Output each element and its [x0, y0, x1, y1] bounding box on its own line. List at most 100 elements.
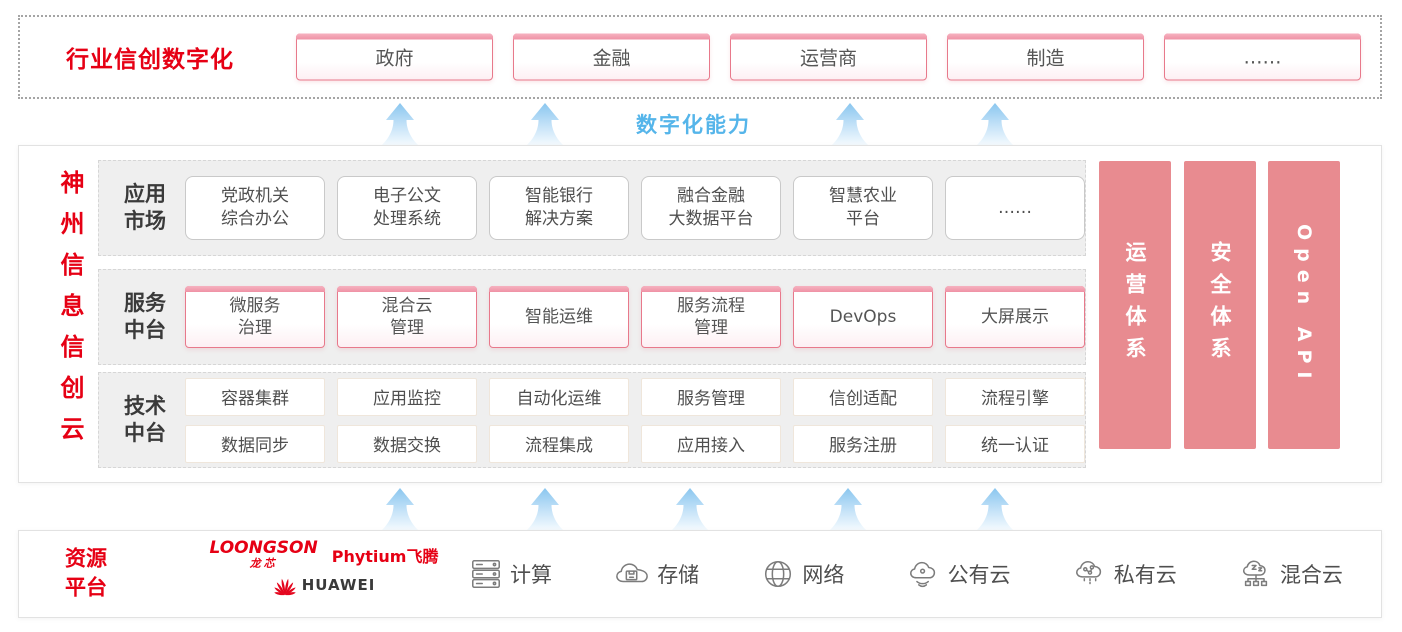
service-item-label: 微服务 治理 — [229, 295, 281, 338]
resource-item-compute: 计算 — [469, 557, 552, 591]
industry-item-label: 运营商 — [799, 47, 857, 70]
app-item: 党政机关 综合办公 — [185, 176, 325, 240]
industry-item-manufacturing: 制造 — [947, 33, 1144, 81]
industry-item-operator: 运营商 — [730, 33, 927, 81]
industry-item-more: …… — [1164, 33, 1361, 81]
tech-items-line-1: 容器集群 应用监控 自动化运维 服务管理 信创适配 流程引擎 — [185, 377, 1085, 416]
resource-item-public-cloud: 公有云 — [907, 557, 1011, 591]
app-item: 融合金融 大数据平台 — [641, 176, 781, 240]
tech-platform-row: 技术 中台 容器集群 应用监控 自动化运维 服务管理 信创适配 流程引擎 数据同… — [98, 372, 1086, 468]
service-item: 混合云 管理 — [337, 286, 477, 348]
up-arrow-icon — [382, 488, 418, 530]
tech-item: 流程集成 — [489, 424, 629, 463]
app-market-items: 党政机关 综合办公 电子公文 处理系统 智能银行 解决方案 融合金融 大数据平台… — [185, 176, 1085, 240]
resource-item-label: 混合云 — [1279, 563, 1343, 587]
loongson-logo-subtext: 龙芯 — [249, 557, 278, 570]
up-arrow-icon — [977, 488, 1013, 530]
tech-platform-items: 容器集群 应用监控 自动化运维 服务管理 信创适配 流程引擎 数据同步 数据交换… — [185, 377, 1085, 463]
vendor-logos: LOONGSON 龙芯 Phytium飞腾 — [209, 540, 439, 596]
industry-item-list: 政府 金融 运营商 制造 …… — [296, 33, 1361, 81]
app-market-row: 应用 市场 党政机关 综合办公 电子公文 处理系统 智能银行 解决方案 融合金融… — [98, 160, 1086, 256]
service-item: 服务流程 管理 — [641, 286, 781, 348]
app-item: 电子公文 处理系统 — [337, 176, 477, 240]
platform-title: 神州信息信创云 — [56, 170, 84, 457]
service-platform-items: 微服务 治理 混合云 管理 智能运维 服务流程 管理 DevOps 大屏展示 — [185, 286, 1085, 348]
hybrid-cloud-icon — [1239, 557, 1273, 591]
up-arrow-icon — [977, 103, 1013, 145]
up-arrow-icon — [527, 103, 563, 145]
tech-platform-row-label: 技术 中台 — [124, 393, 166, 445]
huawei-flower-icon — [273, 578, 296, 596]
tech-item: 服务注册 — [793, 424, 933, 463]
network-icon — [761, 557, 795, 591]
private-cloud-icon — [1073, 557, 1107, 591]
loongson-logo-text: LOONGSON — [209, 538, 318, 558]
service-platform-row: 服务 中台 微服务 治理 混合云 管理 智能运维 服务流程 管理 DevOps … — [98, 269, 1086, 365]
app-market-row-label: 应用 市场 — [124, 181, 166, 233]
tech-item: 统一认证 — [945, 424, 1085, 463]
compute-icon — [469, 557, 503, 591]
resource-platform-section: 资源 平台 LOONGSON 龙芯 Phytium飞腾 — [18, 530, 1382, 618]
service-item: 大屏展示 — [945, 286, 1085, 348]
app-item: 智能银行 解决方案 — [489, 176, 629, 240]
up-arrow-icon — [527, 488, 563, 530]
service-item: 微服务 治理 — [185, 286, 325, 348]
tech-item: 容器集群 — [185, 377, 325, 416]
resource-platform-label: 资源 平台 — [65, 546, 107, 600]
industry-item-label: 政府 — [375, 47, 414, 70]
operation-system-bar-label: 运营体系 — [1123, 241, 1147, 369]
service-item: 智能运维 — [489, 286, 629, 348]
resource-item-storage: 存储 — [614, 557, 699, 591]
resource-item-label: 计算 — [510, 563, 552, 587]
service-item-label: 大屏展示 — [981, 306, 1049, 327]
resource-item-label: 网络 — [802, 563, 845, 587]
industry-item-finance: 金融 — [513, 33, 710, 81]
tech-item: 应用接入 — [641, 424, 781, 463]
public-cloud-icon — [907, 557, 941, 591]
tech-item: 数据同步 — [185, 424, 325, 463]
tech-item: 自动化运维 — [489, 377, 629, 416]
resource-item-network: 网络 — [761, 557, 844, 591]
industry-item-label: …… — [1243, 46, 1282, 68]
open-api-bar-label: Open API — [1293, 223, 1315, 387]
industry-section-title: 行业信创数字化 — [66, 47, 234, 73]
service-item-label: 混合云 管理 — [381, 295, 433, 338]
resource-item-hybrid-cloud: 混合云 — [1239, 557, 1343, 591]
tech-item: 数据交换 — [337, 424, 477, 463]
app-item: 智慧农业 平台 — [793, 176, 933, 240]
resource-item-label: 公有云 — [947, 563, 1011, 587]
huawei-logo: HUAWEI — [209, 574, 439, 596]
resource-item-label: 私有云 — [1113, 563, 1177, 587]
resource-item-private-cloud: 私有云 — [1073, 557, 1177, 591]
open-api-bar: Open API — [1268, 161, 1340, 449]
resource-item-label: 存储 — [657, 563, 700, 587]
service-platform-row-label: 服务 中台 — [124, 290, 166, 342]
up-arrow-icon — [832, 103, 868, 145]
security-system-bar: 安全体系 — [1184, 161, 1256, 449]
huawei-logo-text: HUAWEI — [301, 576, 376, 594]
service-item-label: 服务流程 管理 — [677, 295, 745, 338]
app-item-more: …… — [945, 176, 1085, 240]
operation-system-bar: 运营体系 — [1099, 161, 1171, 449]
phytium-logo: Phytium飞腾 — [331, 547, 439, 566]
platform-section: 神州信息信创云 应用 市场 党政机关 综合办公 电子公文 处理系统 智能银行 解… — [18, 145, 1382, 483]
service-item-label: 智能运维 — [525, 306, 593, 327]
industry-item-label: 金融 — [592, 47, 631, 70]
storage-icon — [614, 557, 650, 591]
resource-item-list: 计算 存储 — [469, 531, 1343, 617]
service-item: DevOps — [793, 286, 933, 348]
industry-item-label: 制造 — [1026, 47, 1065, 70]
loongson-logo: LOONGSON 龙芯 — [209, 538, 318, 570]
service-item-label: DevOps — [829, 306, 897, 327]
up-arrow-icon — [382, 103, 418, 145]
tech-item: 信创适配 — [793, 377, 933, 416]
tech-item: 应用监控 — [337, 377, 477, 416]
up-arrow-icon — [830, 488, 866, 530]
security-system-bar-label: 安全体系 — [1208, 241, 1232, 369]
capability-label: 数字化能力 — [636, 113, 751, 137]
up-arrow-icon — [672, 488, 708, 530]
tech-item: 服务管理 — [641, 377, 781, 416]
industry-item-government: 政府 — [296, 33, 493, 81]
tech-items-line-2: 数据同步 数据交换 流程集成 应用接入 服务注册 统一认证 — [185, 424, 1085, 463]
